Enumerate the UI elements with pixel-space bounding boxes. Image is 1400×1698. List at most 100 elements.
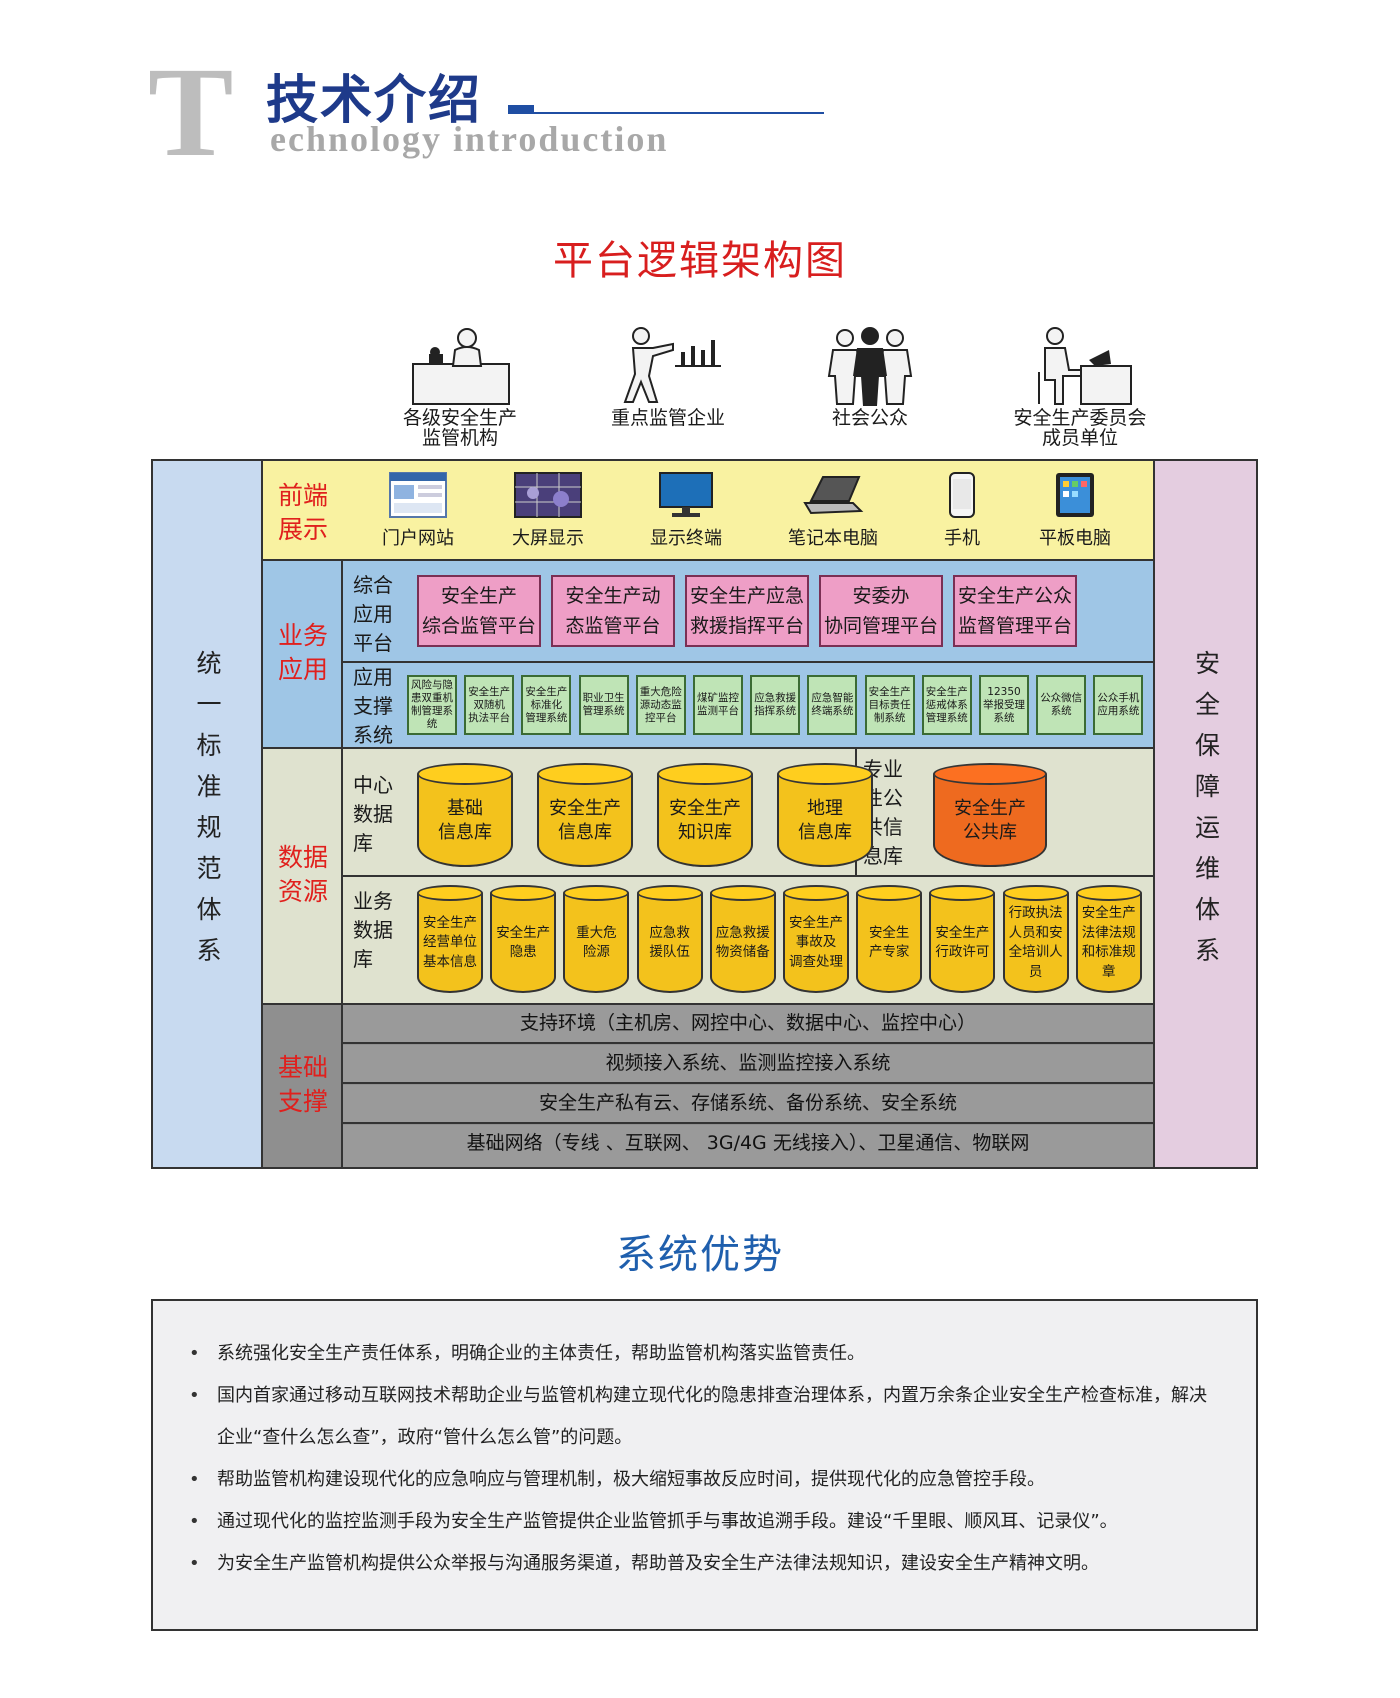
support-systems: 风险与隐 患双重机 制管理系 统安全生产 双随机 执法平台安全生产 标准化 管理… (407, 675, 1153, 735)
database-cylinder: 安全生产 隐患 (490, 885, 556, 993)
database-cylinder: 应急救援 物资储备 (710, 885, 776, 993)
cylinder-top (417, 885, 483, 901)
biz-db-row: 业务数据库 安全生产 经营单位 基本信息安全生产 隐患重大危 险源应急救 援队伍… (343, 877, 1153, 1003)
cylinder-top (1076, 885, 1142, 901)
database-label: 应急救 援队伍 (637, 901, 703, 985)
database-label: 行政执法 人员和安 全培训人 员 (1003, 901, 1069, 985)
base-row-2: 视频接入系统、监测监控接入系统 (343, 1045, 1153, 1084)
platform-box: 安全生产 综合监管平台 (417, 575, 541, 647)
device-label: 笔记本电脑 (763, 524, 903, 550)
device-label: 大屏显示 (493, 524, 603, 550)
cylinder-top (637, 885, 703, 901)
database-cylinder: 行政执法 人员和安 全培训人 员 (1003, 885, 1069, 993)
platform-row: 综合应用平台 安全生产 综合监管平台 安全生产动 态监管平台 安全生产应急 救援… (343, 561, 1153, 663)
database-label: 安全生产 事故及 调查处理 (783, 901, 849, 985)
left-pillar-label: 统一标准规范体系 (189, 650, 225, 978)
base-row-3: 安全生产私有云、存储系统、备份系统、安全系统 (343, 1085, 1153, 1124)
laptop-icon (801, 471, 865, 519)
base-label-cell: 基础支撑 (263, 1005, 343, 1167)
data-label-cell: 数据资源 (263, 749, 343, 1003)
user-label: 各级安全生产 监管机构 (380, 408, 540, 448)
header-big-letter: T (148, 48, 233, 176)
platform-row-label: 综合应用平台 (353, 571, 403, 658)
device-phone: 手机 (927, 471, 997, 550)
database-label: 安全生 产专家 (856, 901, 922, 985)
database-label: 安全生产 公共库 (933, 785, 1047, 856)
business-band: 业务应用 综合应用平台 安全生产 综合监管平台 安全生产动 态监管平台 安全生产… (263, 561, 1153, 749)
device-label: 手机 (927, 524, 997, 550)
monitor-icon (656, 471, 716, 519)
database-label: 安全生产 隐患 (490, 901, 556, 985)
cylinder-top (933, 763, 1047, 785)
database-label: 安全生产 信息库 (537, 785, 633, 856)
support-system-box: 应急智能 终端系统 (807, 675, 857, 735)
database-cylinder: 安全生产 公共库 (933, 763, 1047, 867)
cylinder-top (563, 885, 629, 901)
support-system-box: 职业卫生 管理系统 (579, 675, 629, 735)
support-system-box: 12350 举报受理 系统 (979, 675, 1029, 735)
cylinder-top (657, 763, 753, 785)
database-cylinder: 地理 信息库 (777, 763, 873, 867)
database-label: 地理 信息库 (777, 785, 873, 856)
database-label: 基础 信息库 (417, 785, 513, 856)
advantage-item: 通过现代化的监控监测手段为安全生产监管提供企业监管抓手与事故追溯手段。建设“千里… (183, 1501, 1223, 1543)
database-cylinder: 基础 信息库 (417, 763, 513, 867)
base-row-4: 基础网络（专线 、互联网、 3G/4G 无线接入）、卫星通信、物联网 (343, 1125, 1153, 1167)
database-cylinder: 安全生产 事故及 调查处理 (783, 885, 849, 993)
database-label: 安全生产 行政许可 (929, 901, 995, 985)
database-label: 安全生产 法律法规 和标准规 章 (1076, 901, 1142, 985)
diagram-title: 平台逻辑架构图 (0, 228, 1400, 286)
support-system-box: 煤矿监控 监测平台 (693, 675, 743, 735)
base-label: 基础支撑 (271, 1051, 335, 1119)
cylinder-top (777, 763, 873, 785)
people-group-icon (815, 326, 925, 406)
database-cylinder: 安全生产 经营单位 基本信息 (417, 885, 483, 993)
base-row-1: 支持环境（主机房、网控中心、数据中心、监控中心） (343, 1005, 1153, 1044)
platform-box: 安全生产动 态监管平台 (551, 575, 675, 647)
presenter-chart-icon (613, 326, 723, 406)
page-subtitle: echnology introduction (270, 118, 668, 160)
advantages-box: 系统强化安全生产责任体系，明确企业的主体责任，帮助监管机构落实监管责任。 国内首… (151, 1299, 1258, 1631)
support-system-box: 安全生产 双随机 执法平台 (464, 675, 514, 735)
advantage-item: 国内首家通过移动互联网技术帮助企业与监管机构建立现代化的隐患排查治理体系，内置万… (183, 1375, 1223, 1459)
support-system-box: 重大危险 源动态监 控平台 (636, 675, 686, 735)
device-tablet: 平板电脑 (1025, 471, 1125, 550)
device-label: 门户网站 (363, 524, 473, 550)
front-display-label: 前端展示 (273, 479, 333, 547)
data-band: 数据资源 中心数据库 专业性公共信息库 基础 信息库安全生产 信息库安全生产 知… (263, 749, 1153, 1005)
database-cylinder: 安全生 产专家 (856, 885, 922, 993)
database-label: 安全生产 知识库 (657, 785, 753, 856)
database-label: 应急救援 物资储备 (710, 901, 776, 985)
title-underline (516, 112, 824, 114)
cylinder-top (1003, 885, 1069, 901)
left-pillar: 统一标准规范体系 (153, 461, 263, 1167)
advantage-item: 系统强化安全生产责任体系，明确企业的主体责任，帮助监管机构落实监管责任。 (183, 1333, 1223, 1375)
database-cylinder: 重大危 险源 (563, 885, 629, 993)
device-portal: 门户网站 (363, 471, 473, 550)
support-system-box: 公众手机 应用系统 (1093, 675, 1143, 735)
center-db-label: 中心数据库 (353, 771, 403, 858)
advantages-title: 系统优势 (0, 1222, 1400, 1280)
user-label: 社会公众 (790, 408, 950, 428)
biz-db-label: 业务数据库 (353, 887, 403, 974)
database-label: 安全生产 经营单位 基本信息 (417, 901, 483, 985)
right-pillar-label: 安全保障运维体系 (1188, 650, 1224, 978)
support-system-box: 应急救援 指挥系统 (750, 675, 800, 735)
cylinder-top (929, 885, 995, 901)
desk-officer-icon (405, 326, 515, 406)
device-label: 显示终端 (631, 524, 741, 550)
business-label-cell: 业务应用 (263, 561, 343, 747)
support-system-box: 安全生产 标准化 管理系统 (521, 675, 571, 735)
business-label: 业务应用 (271, 619, 335, 687)
database-label: 重大危 险源 (563, 901, 629, 985)
support-row-label: 应用支撑系统 (353, 663, 403, 750)
cylinder-top (856, 885, 922, 901)
right-pillar: 安全保障运维体系 (1153, 461, 1256, 1167)
architecture-diagram: 统一标准规范体系 安全保障运维体系 前端展示 门户网站 大屏显示 显示终端 笔记… (151, 459, 1258, 1169)
user-label: 安全生产委员会 成员单位 (980, 408, 1180, 448)
platform-box: 安全生产公众 监督管理平台 (953, 575, 1077, 647)
platform-box: 安全生产应急 救援指挥平台 (685, 575, 809, 647)
tablet-icon (1053, 471, 1097, 519)
device-monitor: 显示终端 (631, 471, 741, 550)
database-cylinder: 安全生产 信息库 (537, 763, 633, 867)
